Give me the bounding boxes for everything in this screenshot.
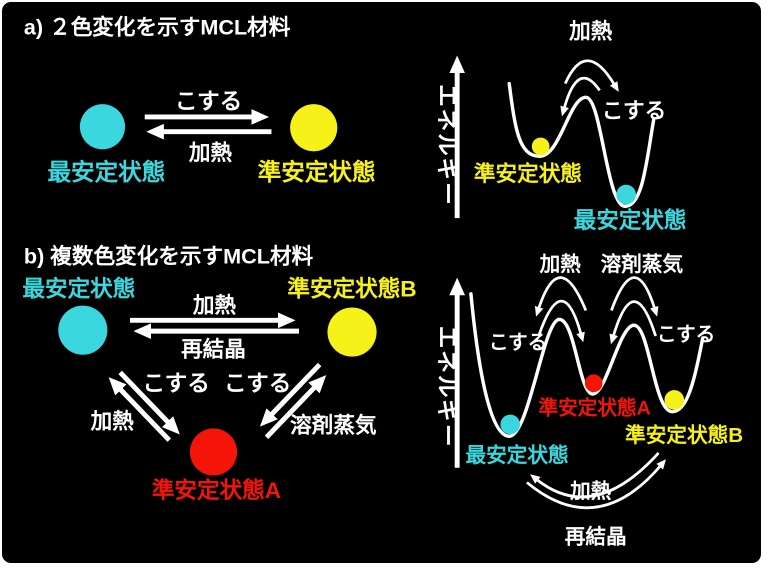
metastable-state-circle [290, 104, 338, 152]
metastable-a-label: 準安定状態A [152, 477, 281, 503]
rub-left-label: こする [489, 332, 547, 354]
stable-dot [500, 414, 521, 435]
double-well-curve [507, 81, 656, 209]
rub-right-label: こする [657, 324, 715, 346]
heat-up-left-arrow [108, 377, 172, 442]
stable-well-label: 最安定状態 [466, 443, 569, 467]
panel-b-scheme: b) 複数色変化を示すMCL材料 最安定状態 準安定状態B 加熱 再結晶 こする… [22, 243, 416, 503]
heat-over-barrier1-arrow [534, 276, 588, 317]
heat-top-label: 加熱 [192, 292, 237, 317]
stable-well-label: 最安定状態 [574, 207, 687, 233]
solvent-over-barrier2-arrow [610, 276, 659, 317]
heat-over-barrier-arrow [563, 59, 619, 92]
rub-over-barrier-arrow [560, 77, 601, 117]
recrystallize-label: 再結晶 [181, 337, 246, 362]
metastable-b-well-label: 準安定状態B [625, 423, 743, 447]
rub-left-label: こする [143, 371, 210, 396]
heat-top-label: 加熱 [539, 253, 582, 276]
rub-down-right-arrow [118, 370, 180, 435]
rub-over-barrier2-arrow [609, 300, 657, 345]
metastable-a-well-label: 準安定状態A [539, 397, 651, 420]
stable-state-label: 最安定状態 [22, 276, 135, 302]
heat-bottom-label: 加熱 [569, 480, 612, 503]
metastable-b-dot [664, 390, 685, 410]
metastable-a-circle [189, 428, 238, 476]
panel-a-scheme: a) ２色変化を示すMCL材料 こする 加熱 最安定状態 準安定状態 [24, 14, 376, 184]
mcl-diagram: a) ２色変化を示すMCL材料 こする 加熱 最安定状態 準安定状態 エネルギー… [22, 14, 743, 548]
solvent-vapor-label: 溶剤蒸気 [601, 252, 684, 276]
heat-left-label: 加熱 [90, 408, 135, 433]
recrystallize-label: 再結晶 [565, 524, 627, 548]
stable-dot [616, 184, 636, 205]
rub-down-left-arrow [259, 362, 322, 427]
metastable-state-label: 準安定状態 [258, 158, 376, 185]
solvent-up-right-arrow [264, 375, 327, 439]
energy-axis-label: エネルギー [434, 326, 459, 449]
metastable-a-dot [584, 374, 603, 393]
heat-over-barrier-label: 加熱 [568, 18, 613, 43]
rub-over-barrier-label: こする [602, 98, 666, 123]
energy-axis-label: エネルギー [434, 84, 459, 207]
panel-a-energy-diagram: エネルギー 加熱 こする 準安定状態 最安定状態 [434, 18, 686, 233]
rub-over-barrier1-arrow [537, 299, 585, 343]
rub-arrow-label: こする [175, 89, 242, 114]
panel-a-title: a) ２色変化を示すMCL材料 [24, 14, 291, 39]
metastable-b-circle [327, 307, 377, 357]
stable-state-circle [58, 305, 108, 355]
rub-right-label: こする [224, 371, 291, 396]
recrystallize-bottom-arrow [526, 459, 667, 510]
metastable-well-label: 準安定状態 [474, 161, 582, 186]
stable-state-circle [79, 104, 126, 150]
metastable-dot [531, 137, 550, 156]
heat-bottom-arrow [530, 452, 660, 499]
stable-state-label: 最安定状態 [47, 158, 165, 185]
panel-b-energy-diagram: エネルギー 加熱 溶剤蒸気 こする こする 準安定状態A 準安定状態B 最安定状… [434, 252, 743, 548]
figure-canvas: a) ２色変化を示すMCL材料 こする 加熱 最安定状態 準安定状態 エネルギー… [2, 2, 761, 563]
panel-b-title: b) 複数色変化を示すMCL材料 [24, 243, 314, 268]
metastable-b-label: 準安定状態B [287, 276, 416, 302]
solvent-vapor-label: 溶剤蒸気 [290, 412, 377, 437]
heat-arrow-label: 加熱 [188, 140, 233, 165]
